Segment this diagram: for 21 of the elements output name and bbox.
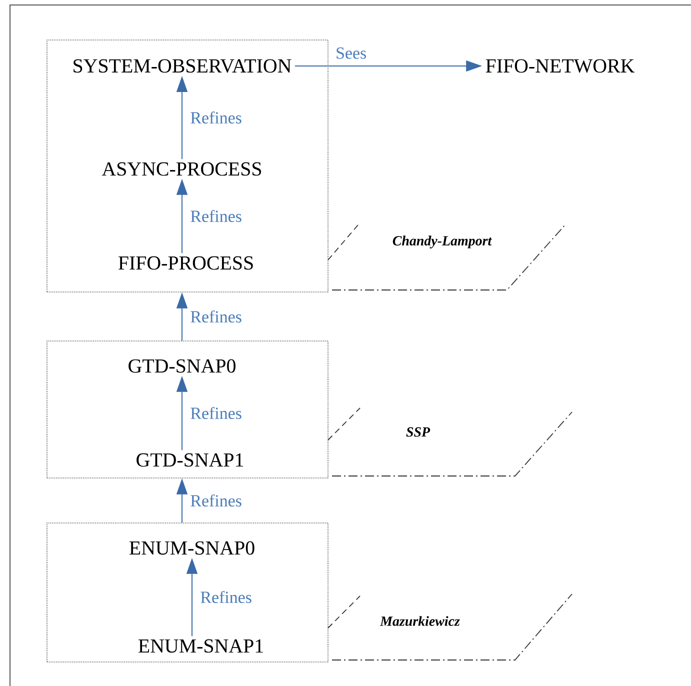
state-label: ENUM-SNAP0: [129, 541, 254, 555]
parallelogram-band: SSP: [328, 408, 572, 476]
parallelogram-band: Mazurkiewicz: [328, 594, 572, 660]
edge-label: Refines: [189, 406, 243, 420]
dotted-box: [46, 340, 328, 478]
edge-label: Refines: [189, 110, 243, 125]
parallelogram-band: Chandy-Lamport: [328, 224, 566, 290]
state-label: ASYNC-PROCESS: [102, 162, 262, 176]
dotted-box: [46, 522, 328, 662]
state-label: ENUM-SNAP1: [138, 639, 263, 653]
state-label: FIFO-PROCESS: [118, 256, 253, 270]
edge-label: Sees: [334, 46, 368, 60]
edge-label: Refines: [189, 493, 243, 508]
state-label: SYSTEM-OBSERVATION: [74, 59, 292, 73]
edge-label: Refines: [189, 309, 243, 324]
edge-label: Refines: [199, 590, 253, 604]
state-label: GTD-SNAP1: [136, 453, 244, 467]
state-label: FIFO-NETWORK: [486, 59, 634, 73]
dotted-box: [46, 40, 328, 292]
edge-label: Refines: [189, 208, 243, 224]
state-label: GTD-SNAP0: [128, 359, 236, 373]
